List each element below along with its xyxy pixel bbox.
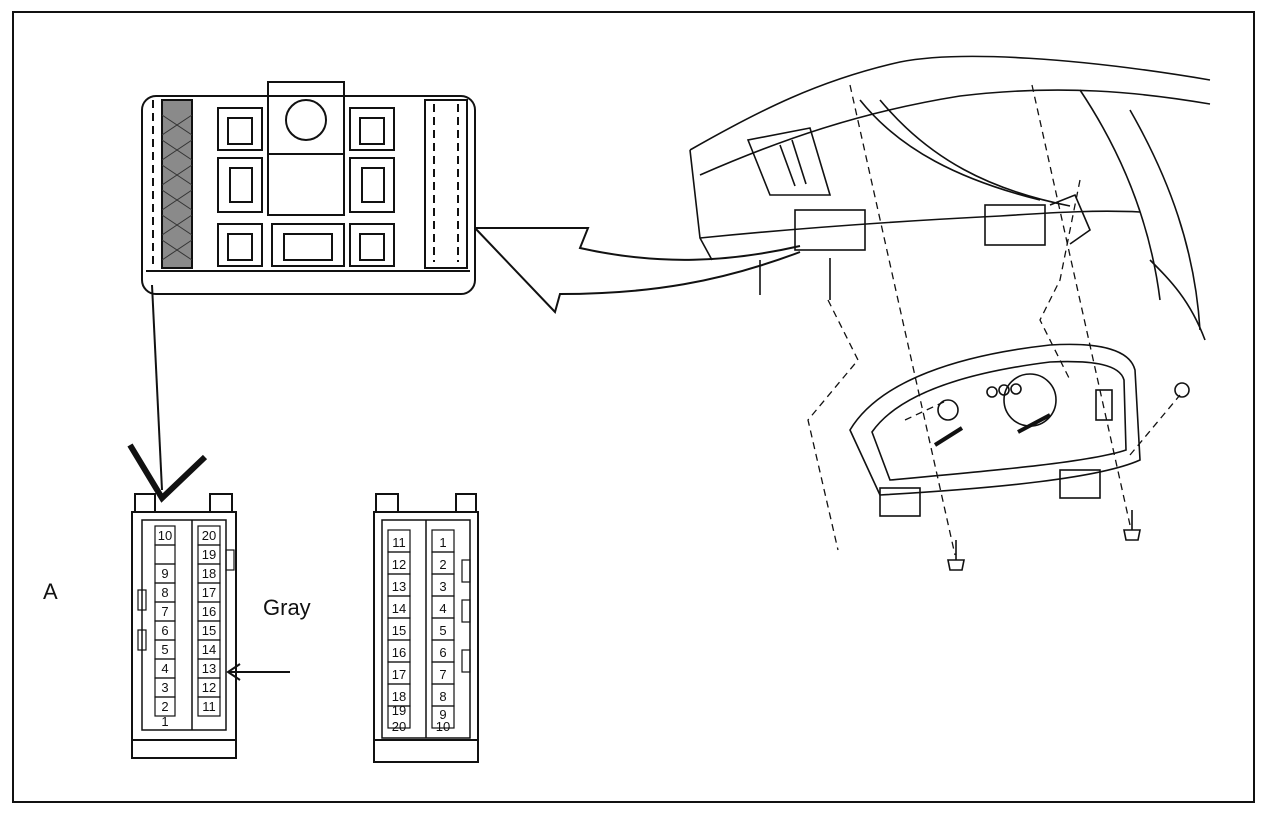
pin-label: 6 (439, 645, 446, 660)
pin-label: 1 (439, 535, 446, 550)
pin-label: 13 (202, 661, 216, 676)
pin-label: 15 (392, 623, 406, 638)
pin-label: 8 (439, 689, 446, 704)
connector-mating-pin-labels: 11 12 13 14 15 16 17 18 19 20 1 2 3 4 5 … (392, 535, 450, 734)
pin-label: 17 (202, 585, 216, 600)
pin-label: 1 (161, 714, 168, 729)
combination-meter-illustration (849, 343, 1141, 517)
pin-label: 7 (439, 667, 446, 682)
pin-label: 12 (392, 557, 406, 572)
pin-label: 19 (392, 703, 406, 718)
pin-label: 13 (392, 579, 406, 594)
pin-label: 20 (202, 528, 216, 543)
pin-label: 11 (202, 699, 216, 714)
diagram-frame (12, 11, 1255, 803)
pin-pointer-arrow (226, 663, 290, 681)
pin-label: 5 (439, 623, 446, 638)
pin-label: 16 (202, 604, 216, 619)
pin-label: 3 (161, 680, 168, 695)
connector-mating (373, 493, 479, 763)
connector-id-label: A (43, 579, 58, 604)
pin-label: 7 (161, 604, 168, 619)
screw-icon (947, 382, 1190, 571)
pin-label: 16 (392, 645, 406, 660)
pin-label: 8 (161, 585, 168, 600)
wire-color-label: Gray (263, 595, 311, 620)
pin-label: 17 (392, 667, 406, 682)
pin-label: 18 (392, 689, 406, 704)
pin-label: 14 (392, 601, 406, 616)
pin-label: 15 (202, 623, 216, 638)
pin-label: 4 (439, 601, 446, 616)
pin-label: 4 (161, 661, 168, 676)
pin-label: 10 (436, 719, 450, 734)
connector-a (131, 493, 237, 759)
pin-label: 5 (161, 642, 168, 657)
instrument-panel-illustration (689, 55, 1211, 341)
pin-label: 6 (161, 623, 168, 638)
pin-label: 9 (161, 566, 168, 581)
pin-label: 19 (202, 547, 216, 562)
location-arrow (474, 227, 801, 314)
leader-line (127, 284, 208, 503)
pin-label: 18 (202, 566, 216, 581)
pin-label: 2 (161, 699, 168, 714)
mounting-guides (807, 84, 1181, 556)
pin-label: 11 (392, 535, 406, 550)
pin-label: 14 (202, 642, 216, 657)
pin-label: 2 (439, 557, 446, 572)
connector-housing-top-view (141, 81, 476, 295)
connector-a-pin-labels: 10 9 8 7 6 5 4 3 2 1 20 19 18 17 16 15 1… (158, 528, 216, 729)
pin-label: 3 (439, 579, 446, 594)
pin-label: 9 (439, 707, 446, 722)
gray-terminal-block (161, 99, 193, 269)
pin-label: 10 (158, 528, 172, 543)
pin-label: 12 (202, 680, 216, 695)
pin-label: 20 (392, 719, 406, 734)
